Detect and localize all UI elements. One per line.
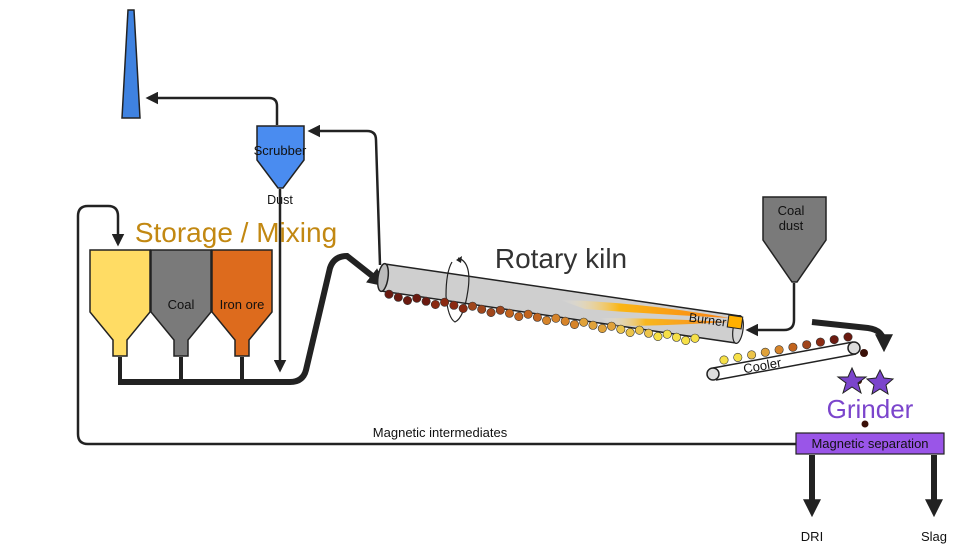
kiln-pellet — [421, 296, 431, 306]
magnetic-separation-box — [795, 432, 945, 455]
kiln-pellet — [579, 317, 589, 327]
grinder-star-right — [865, 368, 895, 396]
kiln-pellet — [616, 324, 626, 334]
scrubber-to-chimney-line — [145, 91, 279, 125]
scrubber-label: Scrubber — [254, 143, 307, 158]
kiln-rotation-arrow — [445, 257, 470, 323]
coal-dust-label-line1: Coal — [778, 203, 805, 218]
silo-outlets — [118, 357, 244, 382]
feed-conveyor — [118, 252, 386, 385]
cooler-pellet — [760, 347, 770, 357]
kiln-pellet — [653, 331, 663, 341]
rotary-kiln-title: Rotary kiln — [495, 243, 627, 274]
coal-dust-line — [745, 283, 796, 337]
cooler-pellets — [719, 332, 853, 365]
kiln-pellet — [430, 299, 440, 309]
storage-mixing-title: Storage / Mixing — [135, 217, 337, 248]
burner-label: Burner — [688, 310, 727, 329]
kiln-pellet — [551, 313, 561, 323]
silo-iron-ore — [211, 249, 273, 357]
kiln-pellet — [690, 333, 700, 343]
magnetic-separation-label: Magnetic separation — [811, 436, 928, 451]
kiln-pellet — [402, 295, 412, 305]
kiln-pellet — [625, 327, 635, 337]
coal-label: Coal — [168, 297, 195, 312]
kiln-pellet — [606, 321, 616, 331]
kiln-pellet — [412, 293, 422, 303]
cooler-pellet — [802, 340, 812, 350]
iron-ore-label: Iron ore — [220, 297, 265, 312]
kiln-pellet — [671, 332, 681, 342]
kiln-pellet — [393, 292, 403, 302]
cooler-label: Cooler — [742, 355, 783, 377]
kiln-pellet — [681, 335, 691, 345]
scrubber — [256, 125, 305, 189]
recycle-line — [76, 204, 796, 446]
cooler-pellet — [747, 350, 757, 360]
cooler — [706, 341, 861, 381]
cooler-pellet — [815, 337, 825, 347]
burner-flame — [560, 300, 730, 326]
kiln-pellet — [467, 301, 477, 311]
cooler-pellet — [788, 342, 798, 352]
magnetic-intermediates-label: Magnetic intermediates — [373, 425, 508, 440]
kiln-pellet — [384, 289, 394, 299]
kiln-pellet — [504, 308, 514, 318]
cooler-pellet — [843, 332, 853, 342]
grinder-title: Grinder — [827, 394, 914, 424]
slag-label: Slag — [921, 529, 947, 544]
kiln-pellet — [634, 325, 644, 335]
kiln-pellet — [597, 323, 607, 333]
kiln-pellet — [662, 329, 672, 339]
kiln-pellet — [440, 297, 450, 307]
falling-pellet — [861, 420, 869, 428]
dri-label: DRI — [801, 529, 823, 544]
kiln-pellet — [449, 300, 459, 310]
kiln-pellet — [477, 304, 487, 314]
kiln-pellet — [588, 320, 598, 330]
chimney — [121, 9, 141, 119]
silo-additive — [89, 249, 151, 357]
kiln-pellet — [569, 319, 579, 329]
burner — [726, 314, 744, 330]
cooler-pellet — [829, 335, 839, 345]
kiln-pellet — [532, 312, 542, 322]
cooler-pellet — [733, 352, 743, 362]
kiln-pellets — [384, 289, 700, 345]
cooler-pellet — [719, 355, 729, 365]
kiln-pellet — [495, 305, 505, 315]
coal-dust-hopper — [762, 196, 827, 283]
discharge-arrow — [811, 319, 893, 353]
kiln-pellet — [560, 316, 570, 326]
coal-dust-label-line2: dust — [779, 218, 804, 233]
kiln-exhaust-line — [307, 124, 382, 266]
kiln-pellet — [514, 311, 524, 321]
kiln-pellet — [486, 307, 496, 317]
cooler-pellet — [774, 345, 784, 355]
kiln-pellet — [523, 309, 533, 319]
silo-coal — [150, 249, 212, 357]
kiln-pellet — [644, 328, 654, 338]
kiln-pellet — [542, 315, 552, 325]
kiln-pellet — [458, 303, 468, 313]
falling-pellet — [860, 349, 868, 357]
grinder-star-left — [836, 366, 868, 395]
